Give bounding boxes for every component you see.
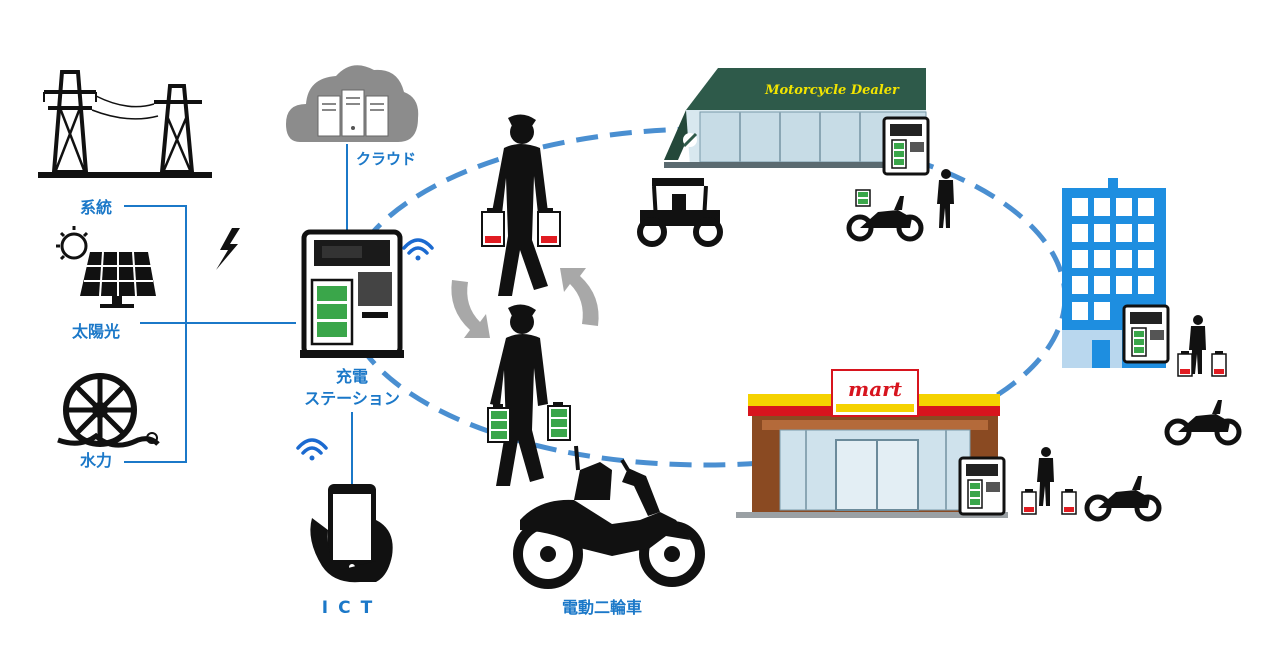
utv-icon <box>637 178 723 247</box>
charging-station-icon <box>882 116 930 176</box>
battery-icon <box>1211 350 1227 377</box>
office-building-icon <box>1062 178 1166 368</box>
battery-icon <box>1021 488 1037 515</box>
water-wheel-icon <box>57 373 160 448</box>
solar-label: 太陽光 <box>71 322 120 341</box>
person-carrying-batteries-icon <box>487 304 571 486</box>
battery-icon <box>1061 488 1077 515</box>
charging-station-icon <box>958 456 1006 516</box>
cloud-server-icon <box>286 65 419 142</box>
station-label-line1: 充電 <box>336 367 368 386</box>
dealer-sign-text: Motorcycle Dealer <box>764 83 900 98</box>
electric-scooter-icon <box>513 445 705 589</box>
swap-arrows-icon <box>451 268 599 338</box>
scooter-label: 電動二輪車 <box>562 598 642 617</box>
charging-station-icon <box>1122 304 1170 364</box>
power-tower-icon <box>38 70 212 178</box>
hydro-label: 水力 <box>80 451 112 470</box>
grid-label: 系統 <box>80 198 112 217</box>
wifi-icon <box>402 238 434 261</box>
wifi-icon <box>296 438 328 461</box>
person-icon <box>1037 447 1054 506</box>
energy-connector-lines <box>124 205 296 463</box>
smartphone-icon <box>310 484 393 583</box>
lightning-icon <box>216 228 240 270</box>
ict-label: ICT <box>322 598 382 618</box>
station-label-line2: ステーション <box>304 389 400 408</box>
mart-sign-text: mart <box>848 377 903 401</box>
cloud-label: クラウド <box>356 150 416 168</box>
electric-scooter-icon <box>1087 476 1159 519</box>
charging-station-icon <box>300 229 404 358</box>
solar-panel-icon <box>56 226 156 308</box>
person-icon <box>937 169 954 228</box>
battery-icon <box>1177 350 1193 377</box>
convenience-store-icon <box>736 369 1008 518</box>
person-carrying-batteries-icon <box>481 114 561 296</box>
electric-scooter-icon <box>1167 400 1239 443</box>
battery-icon <box>855 189 871 207</box>
